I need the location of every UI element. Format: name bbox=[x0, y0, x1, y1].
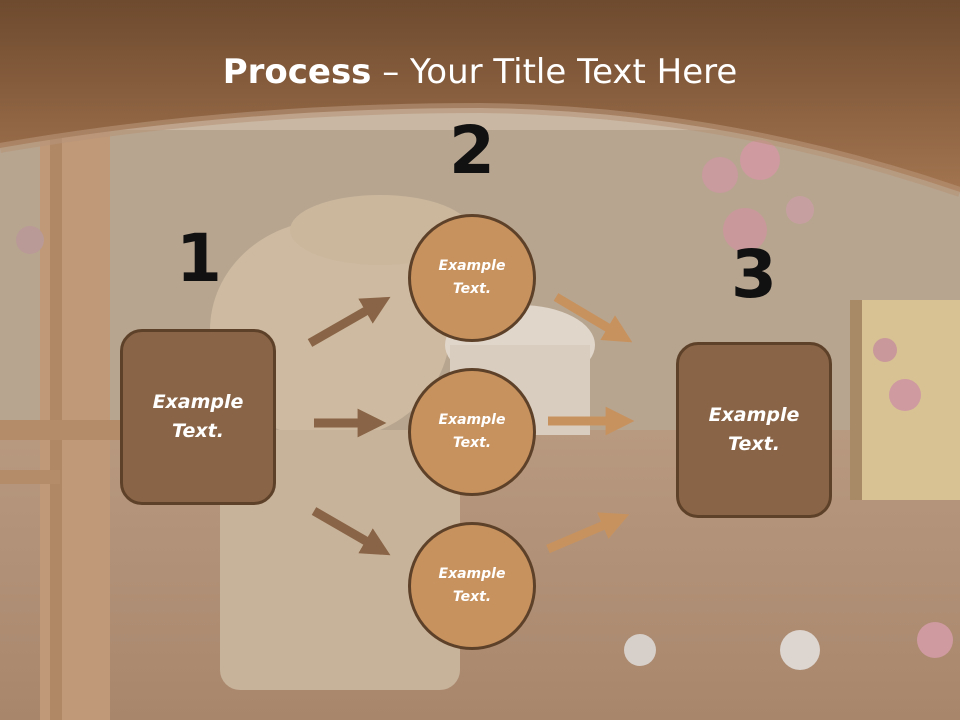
step-number-3: 3 bbox=[731, 236, 777, 313]
step-number-2: 2 bbox=[449, 112, 495, 189]
step-circle-2-label: Example Text. bbox=[438, 412, 506, 451]
step-box-3-label: Example Text. bbox=[708, 404, 800, 455]
title-bold: Process bbox=[222, 52, 372, 92]
step-box-1-label: Example Text. bbox=[152, 391, 244, 442]
arrow-circle1-to-box3 bbox=[553, 293, 633, 343]
step-circle-1: Example Text. bbox=[408, 214, 536, 342]
step-circle-1-label: Example Text. bbox=[438, 258, 506, 297]
arrow-box1-to-circle1 bbox=[307, 296, 391, 347]
title-rest: – Your Title Text Here bbox=[371, 52, 738, 92]
step-number-1: 1 bbox=[176, 220, 222, 297]
arrow-circle3-to-box3 bbox=[546, 512, 630, 554]
step-box-1: Example Text. bbox=[120, 329, 276, 505]
step-circle-3: Example Text. bbox=[408, 522, 536, 650]
step-box-3: Example Text. bbox=[676, 342, 832, 518]
slide-title: Process – Your Title Text Here bbox=[0, 52, 960, 92]
step-circle-3-label: Example Text. bbox=[438, 566, 506, 605]
step-circle-2: Example Text. bbox=[408, 368, 536, 496]
arrow-box1-to-circle3 bbox=[311, 507, 391, 556]
